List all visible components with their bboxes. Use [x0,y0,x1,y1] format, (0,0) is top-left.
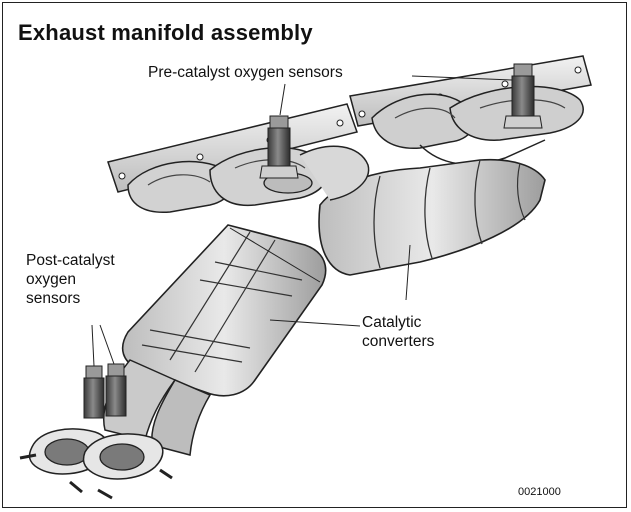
post-catalyst-label-line-3: sensors [26,290,81,307]
post-catalyst-sensors [83,363,127,419]
catalytic-converter-left [121,224,327,397]
post-catalyst-label: Post-catalyst oxygen sensors [26,251,115,308]
diagram-title: Exhaust manifold assembly [18,20,313,45]
leader-lines [91,75,513,367]
pre-catalyst-sensor-left [259,115,299,179]
manifold-runners-left [127,145,370,214]
catalytic-label-line-1: Catalytic [362,314,422,331]
catalytic-converters-label: Catalytic converters [362,313,434,351]
catalytic-converter-right [318,158,546,276]
catalytic-label-line-2: converters [362,333,435,350]
post-catalyst-label-line-1: Post-catalyst [26,252,115,269]
pre-catalyst-label: Pre-catalyst oxygen sensors [148,64,343,81]
post-catalyst-label-line-2: oxygen [26,271,76,288]
figure-number: 0021000 [518,486,561,498]
manifold-runners-right [371,85,584,166]
pre-catalyst-sensor-right [503,63,543,129]
outlet-flanges [19,428,173,500]
